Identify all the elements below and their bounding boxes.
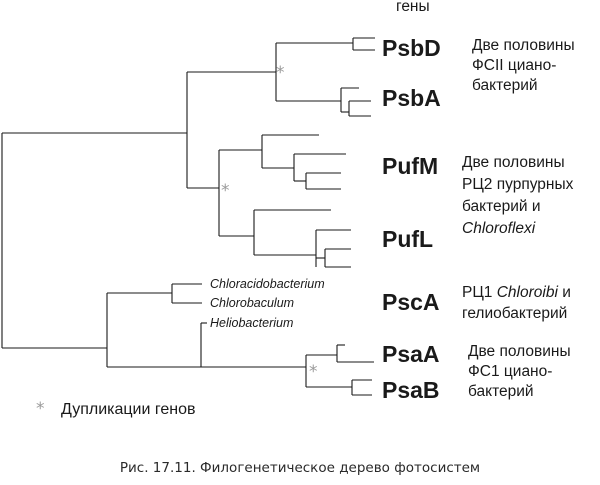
legend: * Дупликации генов [36, 399, 195, 419]
taxon-chlorobaculum: Chlorobaculum [210, 296, 294, 310]
legend-label: Дупликации генов [61, 401, 195, 418]
desc-rc2-line-2: РЦ2 пурпурных [462, 176, 574, 193]
desc-psi-line-3: бактерий [468, 383, 534, 400]
legend-star-icon: * [36, 399, 45, 419]
desc-rc1-line-1: РЦ1 Chloroibi и [462, 284, 571, 301]
desc-psii: Две половины ФСII циано- бактерий [472, 37, 579, 94]
desc-psi-line-1: Две половины [468, 343, 571, 360]
desc-rc1-line-2: гелиобактерий [462, 305, 567, 322]
gene-label-psbd: PsbD [382, 35, 441, 61]
gene-label-psaa: PsaA [382, 341, 440, 367]
tree-branches [1, 37, 375, 396]
caption-text: Филогенетическое дерево фотосистем [200, 460, 480, 476]
top-fragment-text: гены [396, 0, 430, 15]
gene-label-pufl: PufL [382, 226, 433, 252]
desc-rc1-suffix: и [558, 284, 571, 301]
gene-label-psab: PsaB [382, 377, 440, 403]
duplication-marker-psi: * [309, 362, 318, 382]
gene-label-psca: PscA [382, 289, 440, 315]
duplication-marker-psii: * [276, 63, 285, 83]
desc-rc1-italic: Chloroibi [497, 284, 559, 301]
taxon-heliobacterium: Heliobacterium [210, 316, 293, 330]
desc-psii-line-3: бактерий [472, 77, 538, 94]
figure-caption: Рис. 17.11. Филогенетическое дерево фото… [120, 460, 480, 476]
desc-rc2-line-4: Chloroflexi [462, 220, 536, 237]
caption-number: Рис. 17.11. [120, 460, 196, 476]
desc-rc2: Две половины РЦ2 пурпурных бактерий и Ch… [462, 154, 578, 237]
desc-psii-line-2: ФСII циано- [472, 57, 556, 74]
desc-rc2-line-3: бактерий и [462, 198, 541, 215]
gene-label-psba: PsbA [382, 85, 441, 111]
desc-psi: Две половины ФС1 циано- бактерий [468, 343, 575, 400]
desc-rc2-line-1: Две половины [462, 154, 565, 171]
desc-rc1-prefix: РЦ1 [462, 284, 497, 301]
taxon-chloracidobacterium: Chloracidobacterium [210, 277, 325, 291]
desc-psi-line-2: ФС1 циано- [468, 363, 552, 380]
duplication-marker-rc2: * [221, 181, 230, 201]
desc-psii-line-1: Две половины [472, 37, 575, 54]
gene-label-pufm: PufM [382, 153, 438, 179]
